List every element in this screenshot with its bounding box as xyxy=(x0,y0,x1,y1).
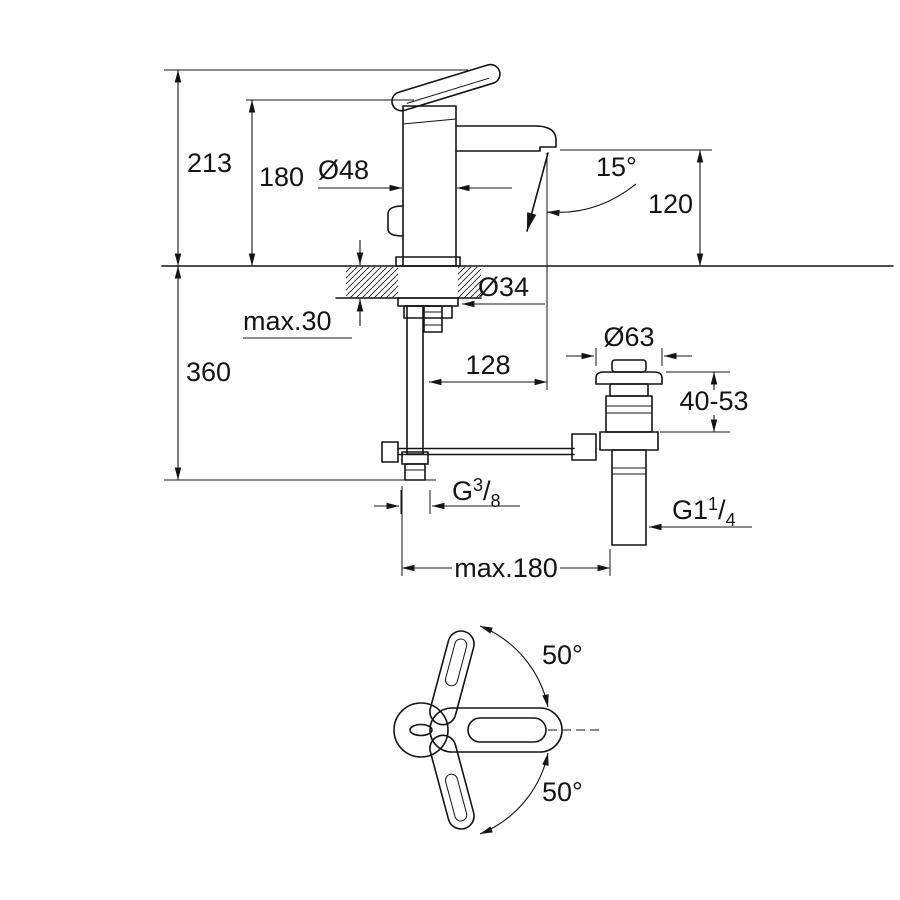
deck-section xyxy=(161,265,894,299)
base-plate xyxy=(395,256,461,267)
waste-adjustment-label: 40-53 xyxy=(679,386,748,416)
waste-locknut xyxy=(599,431,659,451)
faucet-body xyxy=(402,105,457,267)
waste-thread-label: G11/4 xyxy=(672,494,736,530)
faucet-top-view: 50° 50° xyxy=(393,625,600,835)
swing-arc-upper xyxy=(479,625,549,708)
pull-rod-knob xyxy=(387,205,404,237)
escutcheon xyxy=(393,702,449,758)
dimension-annotations: 213 180 Ø48 15° 120 Ø34 max.30 360 128 xyxy=(164,69,753,583)
spout-height-label: 120 xyxy=(648,189,693,219)
under-deck-depth-label: 360 xyxy=(186,357,231,387)
supply-hose xyxy=(406,305,424,455)
waste-neck xyxy=(609,383,649,397)
max-spread-label: max.180 xyxy=(454,553,558,583)
hole-diameter-label: Ø34 xyxy=(478,272,529,302)
rod-wheel xyxy=(571,433,597,461)
popup-waste xyxy=(571,359,663,546)
supply-thread-label: G3/8 xyxy=(452,475,501,511)
top-view-body xyxy=(429,707,563,753)
logo-oval xyxy=(409,723,433,737)
waste-body xyxy=(605,395,653,433)
waste-tailpipe xyxy=(611,449,647,546)
mounting-hardware xyxy=(381,297,575,481)
washer xyxy=(397,297,459,307)
faucet-lever xyxy=(391,63,501,112)
waste-flange-diameter-label: Ø63 xyxy=(603,322,654,352)
spout-reach-label: 128 xyxy=(465,350,510,380)
lever-swing-upper-label: 50° xyxy=(542,640,583,670)
top-view-slot xyxy=(467,717,547,743)
overall-height-label: 213 xyxy=(187,148,232,178)
waste-flange xyxy=(595,371,663,385)
body-height-label: 180 xyxy=(259,162,304,192)
lever-swing-lower-label: 50° xyxy=(542,777,583,807)
lever-upper-position xyxy=(429,630,475,726)
deck-thickness-label: max.30 xyxy=(243,306,332,336)
mounting-clamp xyxy=(423,305,443,333)
body-diameter-label: Ø48 xyxy=(318,155,369,185)
lever-lower-position xyxy=(429,734,475,830)
water-stream xyxy=(526,152,549,232)
stream-angle-label: 15° xyxy=(596,152,637,182)
faucet-side-view xyxy=(387,63,557,267)
hose-nut xyxy=(404,463,426,481)
waste-cap xyxy=(611,359,647,373)
swing-arc-lower xyxy=(479,752,549,835)
rod-connector xyxy=(381,441,399,463)
